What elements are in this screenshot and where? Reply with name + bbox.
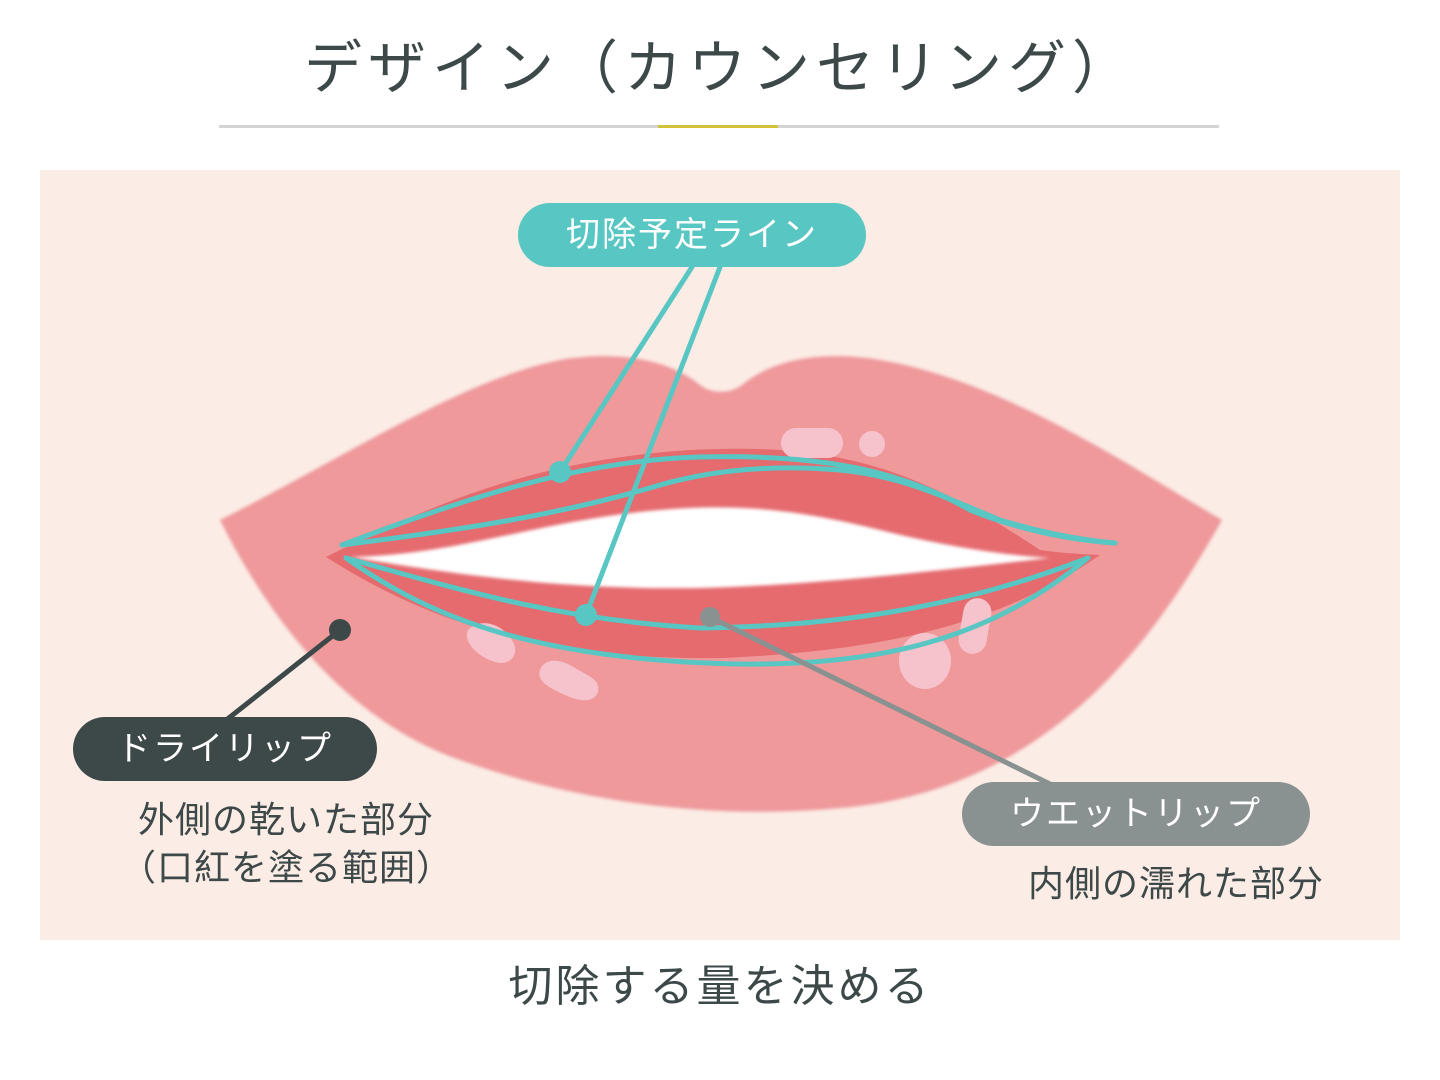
wet-lip-description: 内側の濡れた部分 <box>1028 864 1325 905</box>
title-divider-accent <box>658 125 778 128</box>
wet-lip-label: ウエットリップ <box>962 782 1310 846</box>
highlight <box>781 428 843 458</box>
wet-lip-leader <box>707 614 1053 787</box>
highlight <box>539 660 599 701</box>
cut-line-marker-upper <box>549 461 571 483</box>
footer-caption: 切除する量を決める <box>508 961 932 1012</box>
dry-lip-description-line2: （口紅を塗る範囲） <box>120 848 454 889</box>
highlight <box>859 431 885 457</box>
cut-line-label: 切除予定ライン <box>518 203 866 267</box>
dry-lip-label: ドライリップ <box>73 717 377 781</box>
wet-lip-marker <box>700 607 720 627</box>
lip-diagram-panel: 切除予定ライン ドライリップ ウエットリップ 外側の乾いた部分 （口紅を塗る範囲… <box>40 170 1400 940</box>
cut-line-leaders <box>557 264 723 618</box>
cut-line-upper <box>339 454 1118 548</box>
dry-lip-description-line1: 外側の乾いた部分 <box>138 800 435 841</box>
dry-lip-marker <box>329 619 351 641</box>
cut-line-lower <box>343 555 1091 667</box>
dry-lip-description: 外側の乾いた部分 （口紅を塗る範囲） <box>120 797 453 893</box>
cut-line-marker-lower <box>575 604 597 626</box>
dry-lip-leader <box>222 627 343 724</box>
page-title: デザイン（カウンセリング） <box>303 34 1136 102</box>
lips-illustration <box>220 264 1222 812</box>
mouth-opening <box>350 507 1050 589</box>
